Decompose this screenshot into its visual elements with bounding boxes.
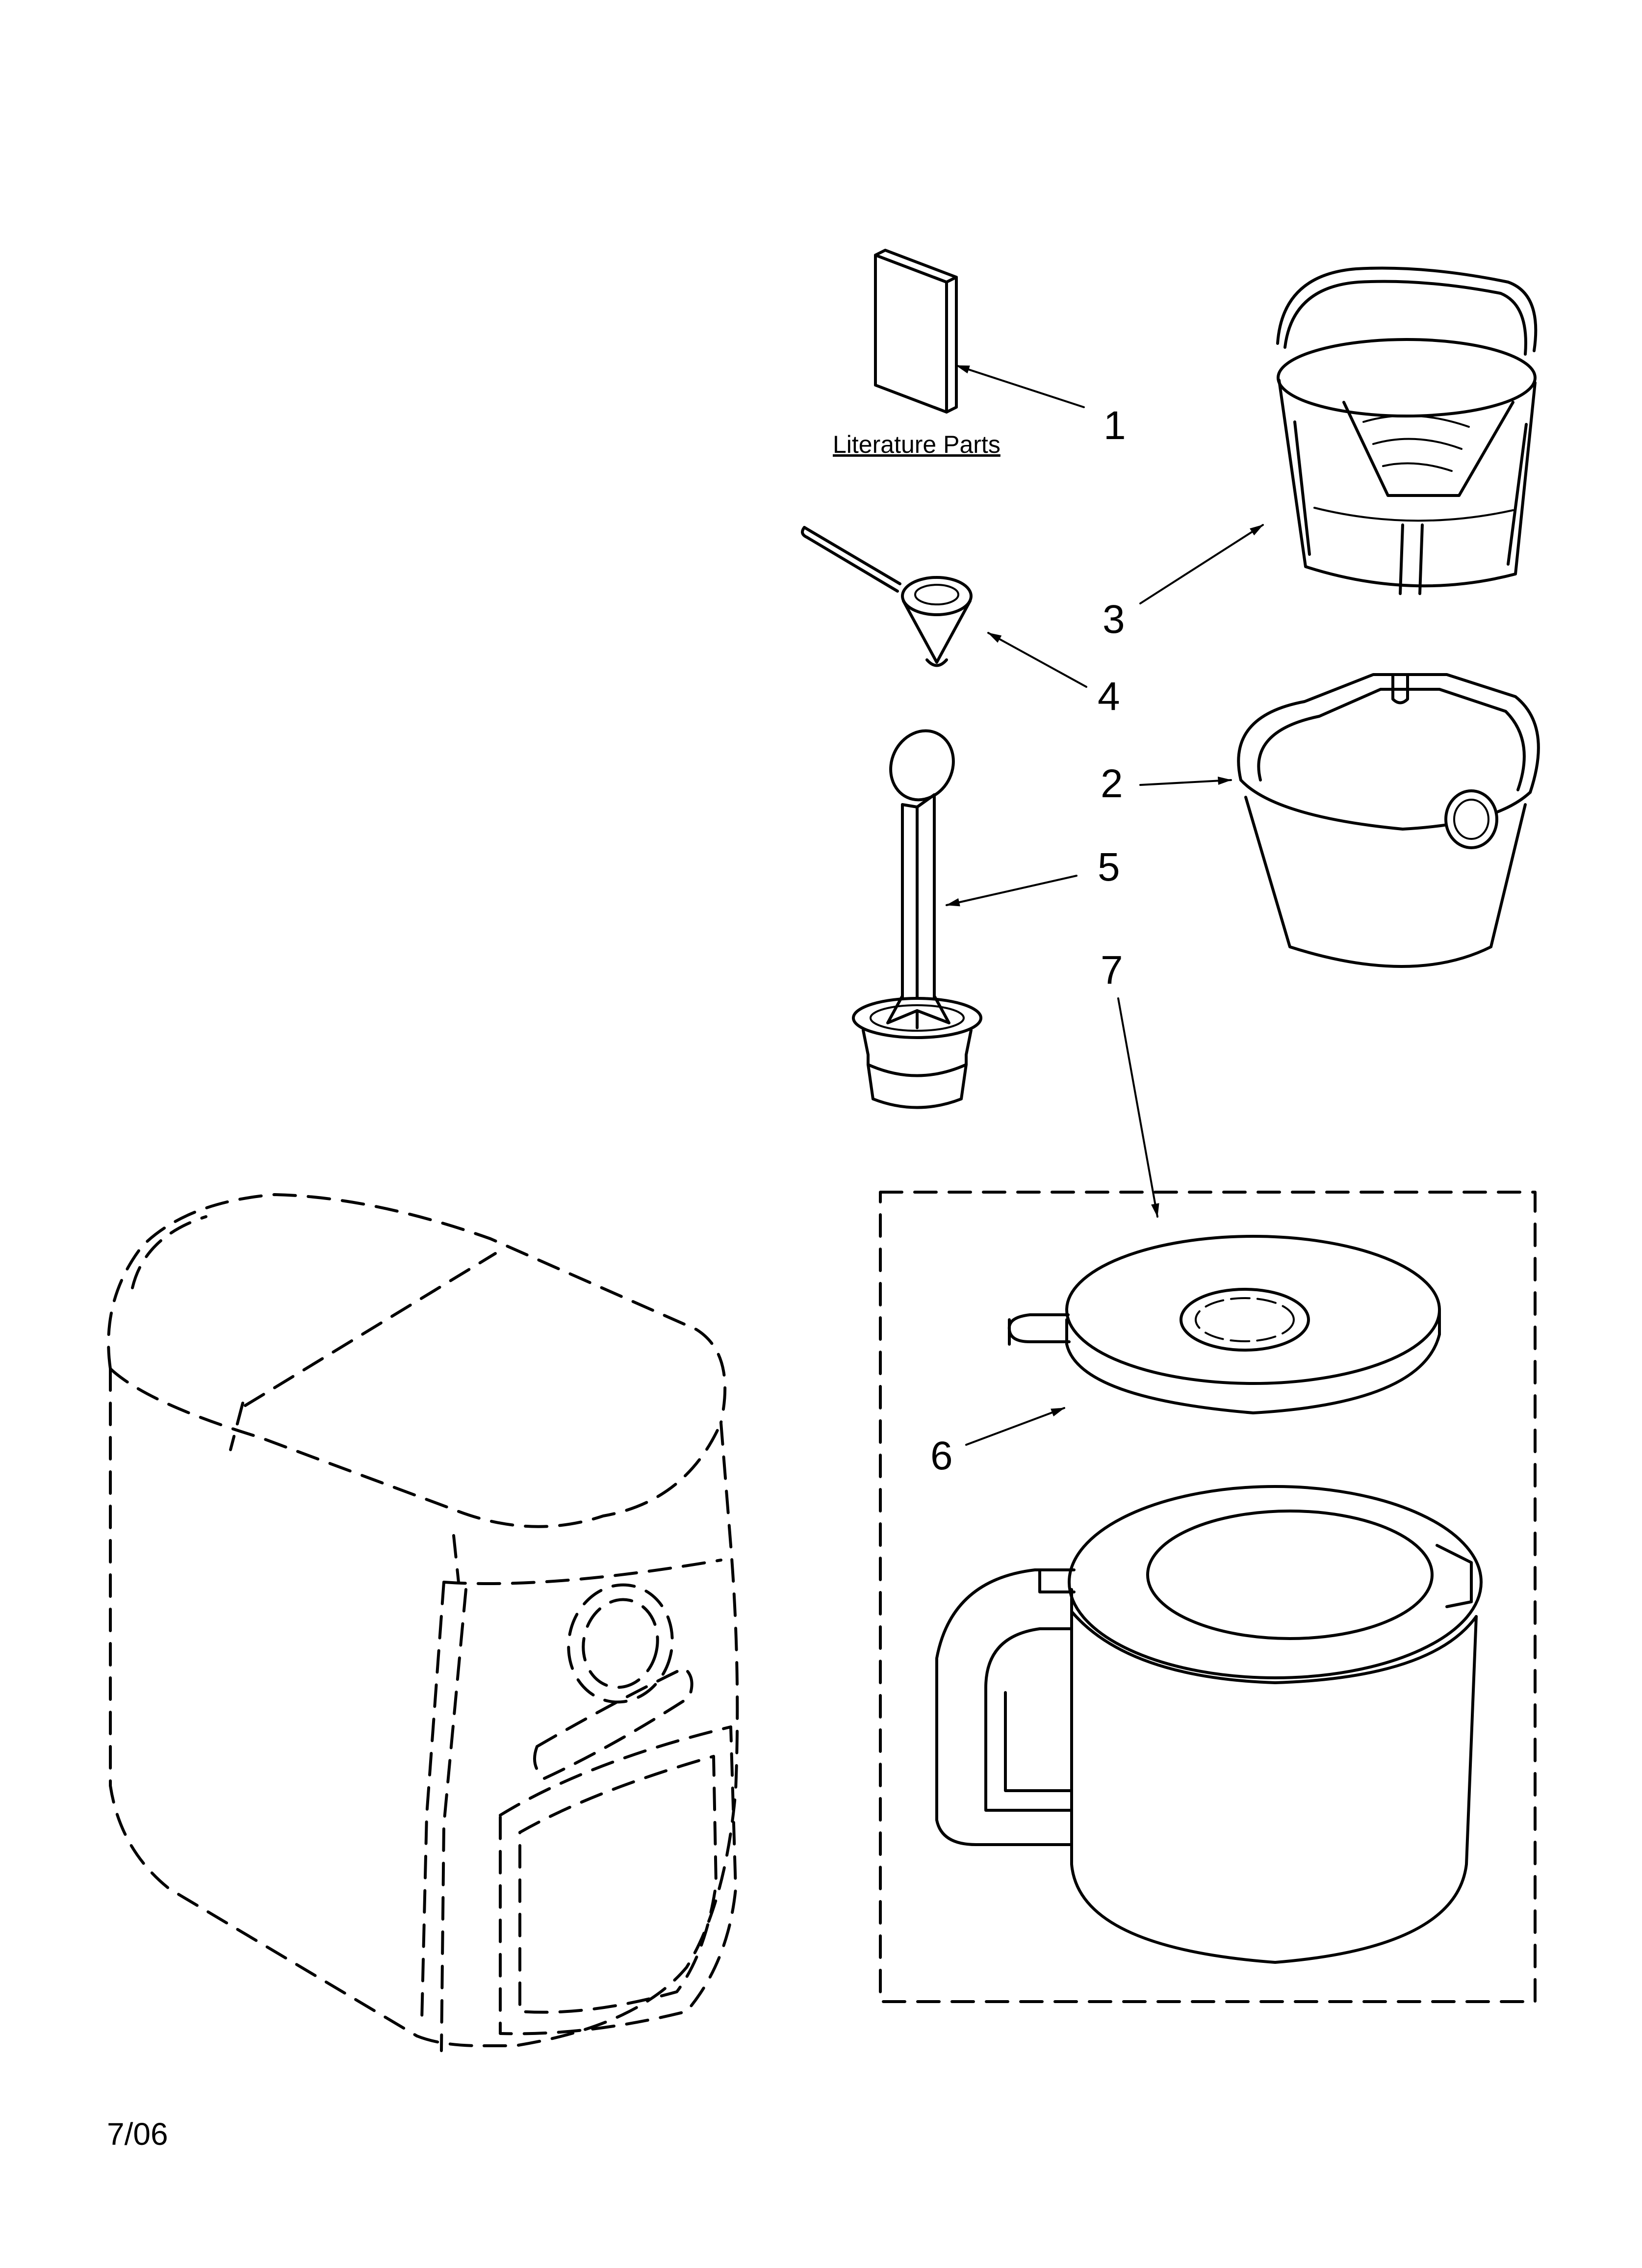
callout-3: 3: [1103, 597, 1125, 642]
literature-parts-label: Literature Parts: [833, 431, 1001, 458]
callout-6: 6: [930, 1434, 953, 1478]
basket-holder: [1237, 673, 1540, 968]
callout-4: 4: [1098, 674, 1120, 719]
filter-basket: [1276, 266, 1538, 595]
carafe-assembly-box: [879, 1191, 1537, 2003]
carafe-lid: [1007, 1235, 1441, 1414]
callout-5: 5: [1098, 845, 1120, 889]
coffee-maker-outline: [107, 1193, 739, 2052]
stirrer-tool: [852, 729, 982, 1109]
callout-1: 1: [1103, 403, 1126, 448]
callout-arrows: [946, 365, 1264, 1446]
measuring-scoop: [801, 526, 973, 667]
callout-7: 7: [1101, 948, 1123, 992]
date-code: 7/06: [107, 2116, 168, 2152]
literature-parts-booklet: [874, 249, 958, 414]
carafe: [935, 1485, 1483, 1964]
callout-2: 2: [1101, 761, 1123, 806]
